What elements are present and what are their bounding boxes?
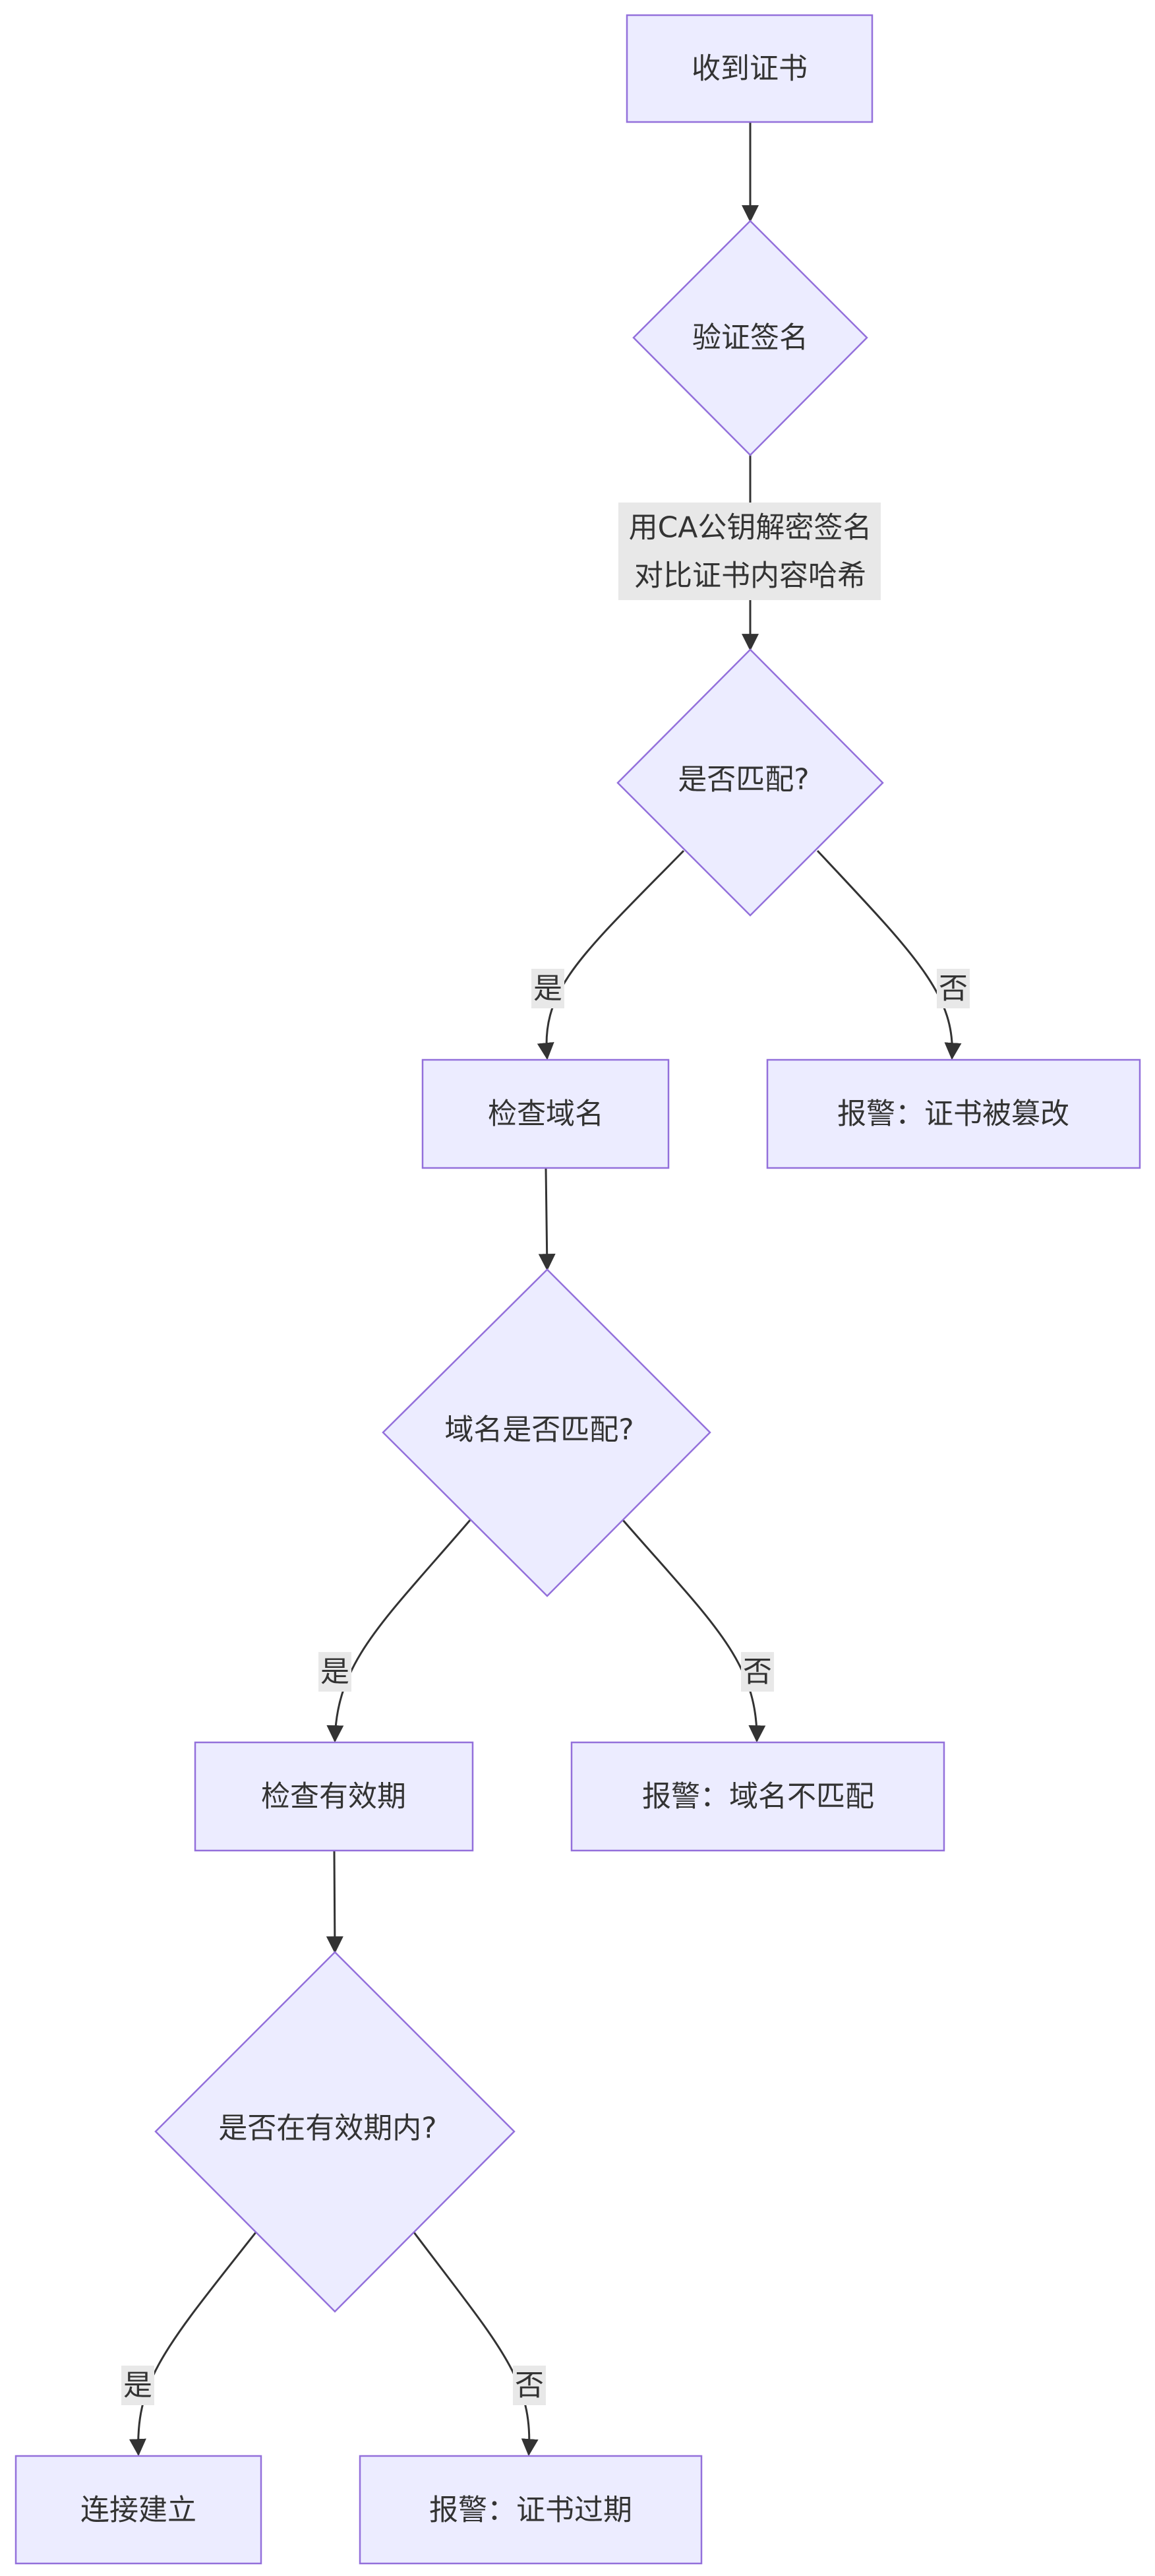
node-check-domain-label: 检查域名 (488, 1097, 604, 1131)
match-yes-bg (531, 969, 564, 1008)
invalidity-yes-bg (121, 2366, 154, 2405)
node-alert-tampered-box (766, 1058, 1141, 1169)
edge-domainmatch-no (622, 1519, 766, 1743)
node-alert-domain-mismatch-label: 报警：域名不匹配 (642, 1780, 874, 1814)
node-is-match-shape (616, 648, 884, 917)
node-in-validity: 是否在有效期内? (154, 1951, 516, 2313)
node-alert-domain-mismatch: 报警：域名不匹配 (570, 1741, 945, 1852)
node-receive-cert: 收到证书 (626, 14, 874, 123)
node-verify-signature-label: 验证签名 (692, 321, 808, 355)
node-verify-signature: 验证签名 (632, 220, 868, 456)
edge-match-yes (537, 849, 685, 1060)
domainmatch-no-label: 否 (741, 1652, 774, 1692)
verify-note-bg (618, 503, 881, 600)
verify-note-label: 用CA公钥解密签名 对比证书内容哈希 (618, 503, 881, 600)
verify-note-line2: 对比证书内容哈希 (634, 559, 866, 593)
invalidity-no-bg (513, 2366, 546, 2405)
match-no-text: 否 (939, 972, 968, 1006)
node-connection-established-box (15, 2455, 262, 2565)
verify-note-line1: 用CA公钥解密签名 (629, 511, 872, 545)
edge-checkvalidity-to-invalidity (326, 1850, 343, 1954)
node-domain-match: 域名是否匹配? (382, 1268, 711, 1597)
node-alert-domain-mismatch-box (570, 1741, 945, 1852)
node-alert-expired-box (359, 2455, 703, 2565)
node-check-validity-box (194, 1741, 474, 1852)
node-connection-established: 连接建立 (15, 2455, 262, 2565)
node-is-match: 是否匹配? (616, 648, 884, 917)
node-alert-expired-label: 报警：证书过期 (429, 2494, 632, 2527)
domainmatch-no-bg (741, 1652, 774, 1692)
invalidity-no-text: 否 (515, 2369, 544, 2403)
node-domain-match-label: 域名是否匹配? (444, 1413, 634, 1447)
invalidity-no-label: 否 (513, 2366, 546, 2405)
node-receive-cert-box (626, 14, 874, 123)
node-in-validity-shape (154, 1951, 516, 2313)
match-yes-label: 是 (531, 969, 564, 1008)
edge-domainmatch-yes (326, 1519, 471, 1743)
node-check-domain: 检查域名 (421, 1058, 670, 1169)
node-domain-match-shape (382, 1268, 711, 1597)
node-receive-cert-label: 收到证书 (692, 52, 808, 86)
domainmatch-yes-bg (318, 1652, 351, 1692)
invalidity-yes-text: 是 (123, 2369, 152, 2403)
match-yes-text: 是 (533, 972, 562, 1006)
match-no-label: 否 (937, 969, 970, 1008)
edge-checkdomain-to-domainmatch (538, 1167, 556, 1272)
match-no-bg (937, 969, 970, 1008)
node-alert-tampered: 报警：证书被篡改 (766, 1058, 1141, 1169)
edge-invalidity-no (413, 2232, 539, 2457)
node-connection-established-label: 连接建立 (80, 2494, 196, 2527)
edge-labels: 用CA公钥解密签名 对比证书内容哈希 是 否 是 否 是 否 (121, 503, 970, 2405)
node-in-validity-label: 是否在有效期内? (218, 2112, 436, 2145)
node-verify-signature-shape (632, 220, 868, 456)
node-alert-tampered-label: 报警：证书被篡改 (837, 1097, 1069, 1131)
node-is-match-label: 是否匹配? (678, 763, 809, 797)
edge-invalidity-yes (129, 2232, 257, 2457)
domainmatch-yes-label: 是 (318, 1652, 351, 1692)
node-alert-expired: 报警：证书过期 (359, 2455, 703, 2565)
domainmatch-yes-text: 是 (320, 1655, 349, 1689)
invalidity-yes-label: 是 (121, 2366, 154, 2405)
node-check-validity: 检查有效期 (194, 1741, 474, 1852)
nodes: 收到证书 验证签名 是否匹配? 检查域名 报警：证书被篡改 域名是否匹配? (15, 14, 1141, 2565)
domainmatch-no-text: 否 (743, 1655, 772, 1689)
node-check-validity-label: 检查有效期 (261, 1780, 406, 1814)
node-check-domain-box (421, 1058, 670, 1169)
edges (129, 122, 962, 2457)
edge-match-no (816, 849, 962, 1060)
